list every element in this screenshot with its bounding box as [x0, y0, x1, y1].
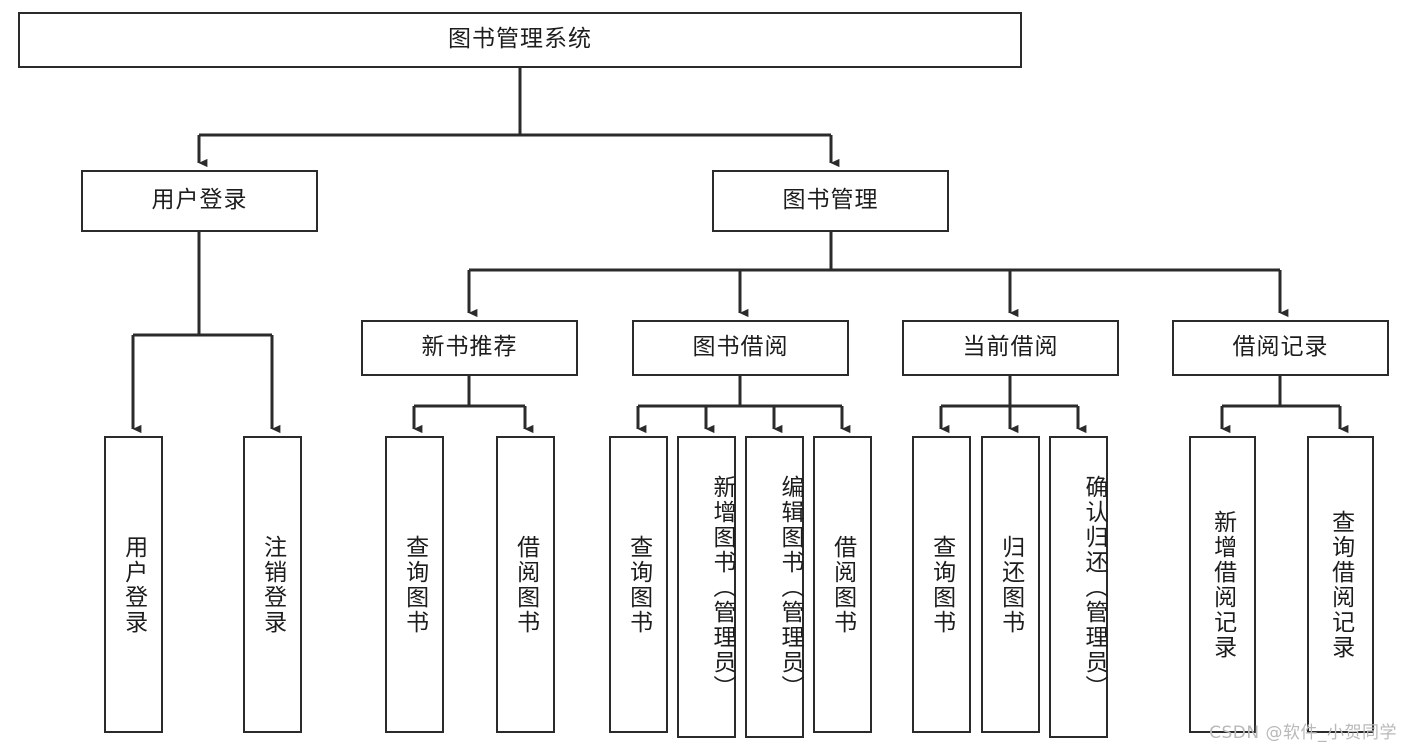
node-label: 新书推荐: [421, 334, 518, 361]
leaf-book-borrow-add[interactable]: 新增图书（管理员）: [677, 436, 736, 738]
node-label: 查询图书: [401, 534, 428, 635]
node-label: 查询图书: [625, 534, 652, 635]
node-label: 查询借阅记录: [1327, 509, 1354, 660]
node-label: 借阅图书: [829, 534, 856, 635]
node-new-book-recommend[interactable]: 新书推荐: [361, 320, 578, 376]
node-label: 用户登录: [120, 534, 147, 635]
leaf-book-borrow-lend[interactable]: 借阅图书: [813, 436, 872, 733]
leaf-user-login-signout[interactable]: 注销登录: [243, 436, 302, 733]
leaf-current-return[interactable]: 归还图书: [981, 436, 1040, 733]
leaf-current-confirm-return[interactable]: 确认归还（管理员）: [1049, 436, 1108, 738]
leaf-current-query[interactable]: 查询图书: [912, 436, 971, 733]
node-user-login[interactable]: 用户登录: [81, 170, 318, 232]
node-label: 确认归还（管理员）: [1081, 474, 1107, 700]
node-label: 新增图书（管理员）: [709, 474, 735, 700]
node-label: 借阅图书: [512, 534, 539, 635]
node-root-system[interactable]: 图书管理系统: [18, 12, 1022, 68]
leaf-book-borrow-edit[interactable]: 编辑图书（管理员）: [745, 436, 804, 738]
leaf-new-book-query[interactable]: 查询图书: [385, 436, 444, 733]
node-label: 用户登录: [151, 187, 248, 214]
node-label: 借阅记录: [1232, 334, 1329, 361]
leaf-book-borrow-query[interactable]: 查询图书: [609, 436, 668, 733]
node-label: 查询图书: [928, 534, 955, 635]
csdn-watermark: CSDN @软件_小贺同学: [1209, 723, 1397, 743]
node-label: 图书管理: [782, 187, 879, 214]
node-label: 编辑图书（管理员）: [777, 474, 803, 700]
node-label: 归还图书: [997, 534, 1024, 635]
node-borrow-record[interactable]: 借阅记录: [1172, 320, 1389, 376]
node-label: 新增借阅记录: [1209, 509, 1236, 660]
leaf-record-query[interactable]: 查询借阅记录: [1307, 436, 1374, 733]
node-label: 注销登录: [259, 534, 286, 635]
node-label: 当前借阅: [962, 334, 1059, 361]
leaf-user-login-signin[interactable]: 用户登录: [104, 436, 163, 733]
node-label: 图书管理系统: [448, 26, 592, 53]
leaf-new-book-borrow[interactable]: 借阅图书: [496, 436, 555, 733]
leaf-record-add[interactable]: 新增借阅记录: [1189, 436, 1256, 733]
node-book-borrow[interactable]: 图书借阅: [632, 320, 849, 376]
node-book-management[interactable]: 图书管理: [712, 170, 949, 232]
node-label: 图书借阅: [692, 334, 789, 361]
node-current-borrow[interactable]: 当前借阅: [902, 320, 1119, 376]
